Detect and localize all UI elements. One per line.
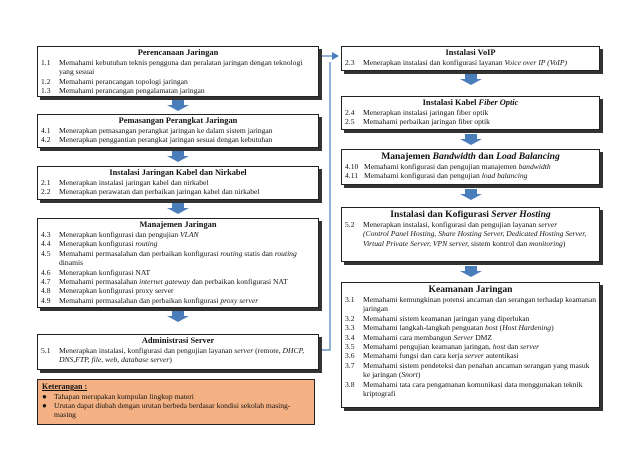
- list-item: 3.7 Memahami sistem pendeteksi dan penah…: [345, 360, 590, 380]
- list-item: 1.3 Memahami perancangan pengalamatan ja…: [41, 86, 205, 96]
- box-manajemen-bandwidth: Manajemen Bandwidth dan Load Balancing 4…: [341, 149, 600, 185]
- box-perencanaan-jaringan: Perencanaan Jaringan 1.1 Memahami kebutu…: [37, 46, 319, 97]
- box-instalasi-fiber-optic: Instalasi Kabel Fiber Optic 2.4 Menerapk…: [341, 96, 600, 130]
- list-item: 3.5 Memahami pengujian keamanan jaringan…: [345, 342, 540, 352]
- box-title: Instalasi VoIP: [445, 48, 496, 57]
- list-item: 2.5 Memahami perbaikan jaringan fiber op…: [345, 117, 490, 127]
- list-item: 4.8 Menerapkan konfigurasi proxy server: [41, 286, 174, 296]
- list-item: 2.2 Menerapkan perawatan dan perbaikan j…: [41, 187, 260, 197]
- box-title: Administrasi Server: [141, 336, 215, 345]
- list-item: 5.2 Menerapkan instalasi, konfigurasi da…: [345, 220, 587, 248]
- box-administrasi-server: Administrasi Server 5.1 Menerapkan insta…: [37, 334, 319, 370]
- list-item: 2.3 Menerapkan instalasi dan konfigurasi…: [345, 58, 567, 67]
- box-keamanan-jaringan: Keamanan Jaringan 3.1 Memahami kemungkin…: [341, 282, 600, 408]
- legend-item: ● Urutan dapat diubah dengan urutan berb…: [42, 401, 291, 420]
- list-item: 3.8 Memahami tata cara pengamanan komuni…: [345, 379, 583, 399]
- list-item: 2.4 Menerapkan instalasi jaringan fiber …: [345, 108, 489, 117]
- box-title: Keamanan Jaringan: [428, 284, 513, 295]
- box-manajemen-jaringan: Manajemen Jaringan 4.3 Menerapkan konfig…: [37, 218, 319, 308]
- bullet-icon: ●: [42, 401, 47, 411]
- box-instalasi-voip: Instalasi VoIP 2.3 Menerapkan instalasi …: [341, 46, 600, 71]
- list-item: 3.2 Memahami sistem keamanan jaringan ya…: [345, 313, 530, 323]
- box-pemasangan-perangkat: Pemasangan Perangkat Jaringan 4.1 Menera…: [37, 114, 319, 148]
- list-item: 1.1 Memahami kebutuhan teknis pengguna d…: [41, 58, 303, 77]
- list-item: 4.1 Menerapkan pemasangan perangkat jari…: [41, 126, 273, 135]
- list-item: 2.1 Menerapkan instalasi jaringan kabel …: [41, 178, 209, 187]
- box-title: Instalasi Jaringan Kabel dan Nirkabel: [109, 168, 247, 177]
- list-item: 4.4 Menerapkan konfigurasi routing: [41, 239, 158, 249]
- list-item: 3.4 Memahami cara membangun Server DMZ: [345, 332, 493, 342]
- list-item: 5.1 Menerapkan instalasi, konfigurasi da…: [41, 346, 305, 365]
- list-item: 4.5 Memahami permasalahan dan perbaikan …: [41, 248, 297, 268]
- list-item: 4.11 Memahami konfigurasi dan pengujian …: [345, 171, 528, 181]
- box-title: Instalasi Kabel Fiber Optic: [422, 98, 519, 107]
- box-title: Manajemen Bandwidth dan Load Balancing: [381, 151, 560, 162]
- box-title: Instalasi dan Kofigurasi Server Hosting: [390, 209, 551, 220]
- box-instalasi-kabel-nirkabel: Instalasi Jaringan Kabel dan Nirkabel 2.…: [37, 166, 319, 200]
- box-kofigurasi-server-hosting: Instalasi dan Kofigurasi Server Hosting …: [341, 207, 600, 262]
- list-item: 1.2 Memahami perancangan topologi jaring…: [41, 76, 188, 86]
- list-item: 4.3 Menerapkan konfigurasi dan pengujian…: [41, 230, 199, 239]
- legend-title: Keterangan :: [42, 382, 88, 391]
- list-item: 3.1 Memahami kemungkinan potensi ancaman…: [345, 295, 596, 314]
- list-item: 3.3 Memahami langkah-langkah penguatan h…: [345, 323, 554, 333]
- connector-administrasi-to-voip: [320, 62, 331, 351]
- connector-arrowhead-voip: [332, 52, 339, 60]
- list-item: 4.6 Menerapkan konfigurasi NAT: [41, 267, 151, 277]
- box-title: Manajemen Jaringan: [139, 220, 217, 229]
- bullet-icon: ●: [42, 392, 47, 401]
- list-item: 4.9 Memahami permasalahan dan perbaikan …: [41, 295, 259, 305]
- list-item: 4.2 Menerapkan penggantian perangkat jar…: [41, 135, 273, 145]
- legend-item: ● Tahapan merupakan kumpulan lingkup mat…: [42, 392, 194, 401]
- box-title: Pemasangan Perangkat Jaringan: [118, 116, 238, 125]
- box-title: Perencanaan Jaringan: [137, 48, 219, 57]
- list-item: 3.6 Memahami fungsi dan cara kerja serve…: [345, 351, 519, 361]
- list-item: 4.10 Memahami konfigurasi dan pengujian …: [345, 162, 551, 171]
- legend-box: Keterangan : ● Tahapan merupakan kumpula…: [37, 379, 315, 425]
- list-item: 4.7 Memahami permasalahan internet gatew…: [41, 277, 288, 287]
